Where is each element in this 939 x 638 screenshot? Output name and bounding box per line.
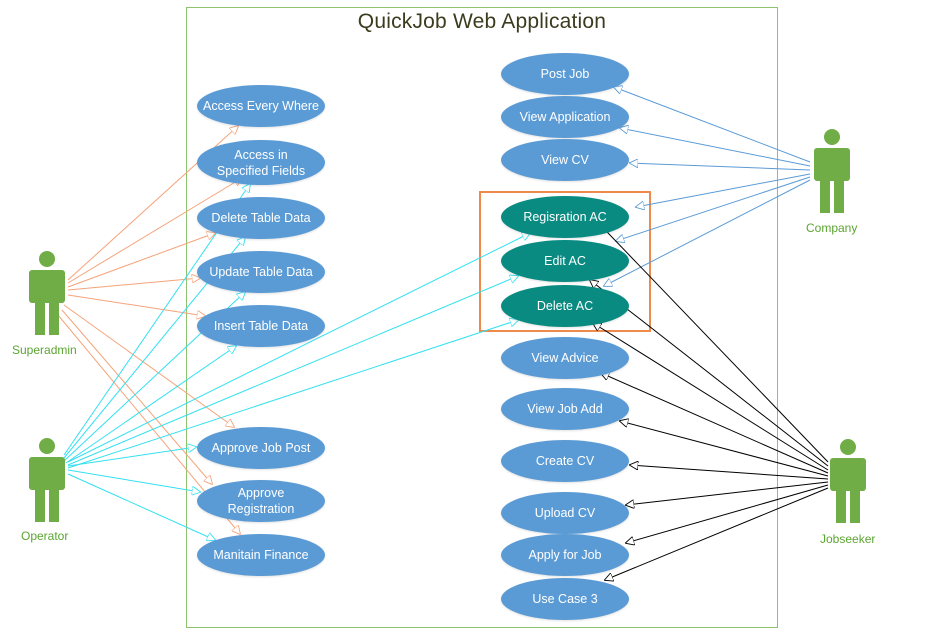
usecase-approve-job-post[interactable]: Approve Job Post (197, 427, 325, 469)
system-boundary (186, 7, 778, 628)
usecase-label: Upload CV (534, 506, 596, 520)
link-superadmin-insert-table (67, 294, 205, 316)
usecase-insert-table-data[interactable]: Insert Table Data (197, 305, 325, 347)
usecase-label: View CV (541, 153, 589, 167)
link-jobseeker-create-cv (630, 465, 829, 480)
link-jobseeker-view-advice (601, 373, 829, 474)
usecase-view-application[interactable]: View Application (501, 96, 629, 138)
link-operator-registration-ac (67, 233, 530, 463)
superadmin-actor-icon[interactable] (24, 250, 70, 336)
company-associations (604, 87, 811, 286)
actor-label-operator: Operator (21, 529, 69, 543)
usecase-label: Apply for Job (528, 548, 602, 562)
usecase-label: Use Case 3 (532, 592, 598, 606)
link-jobseeker-view-job-add (620, 421, 829, 477)
usecase-label: Post Job (540, 67, 590, 81)
usecase-use-case-3[interactable]: Use Case 3 (501, 578, 629, 620)
usecase-label: Delete Table Data (211, 211, 311, 225)
link-operator-approve-job-post (67, 447, 196, 467)
link-superadmin-approve-registration (61, 309, 212, 484)
usecase-view-cv[interactable]: View CV (501, 139, 629, 181)
actor-label-jobseeker: Jobseeker (820, 532, 876, 546)
link-operator-maintain-finance (67, 473, 215, 540)
usecase-label: Update Table Data (209, 265, 313, 279)
actor-label-company: Company (806, 221, 858, 235)
usecase-label: Approve Job Post (211, 441, 311, 455)
link-operator-insert-table (65, 346, 236, 464)
link-superadmin-update-table (67, 278, 200, 291)
link-company-delete-ac (604, 179, 811, 286)
link-company-registration-ac (636, 173, 811, 207)
link-jobseeker-use-case-3 (605, 487, 829, 580)
link-jobseeker-registration-ac (585, 209, 829, 463)
jobseeker-actor-icon[interactable] (826, 438, 870, 524)
usecase-label: Edit AC (544, 254, 586, 268)
link-operator-delete-ac (67, 320, 518, 469)
usecase-edit-ac[interactable]: Edit AC (501, 240, 629, 282)
operator-actor-icon[interactable] (25, 437, 69, 523)
usecase-create-cv[interactable]: Create CV (501, 440, 629, 482)
usecase-delete-ac[interactable]: Delete AC (501, 285, 629, 327)
link-company-view-cv (630, 163, 811, 171)
usecase-delete-table-data[interactable]: Delete Table Data (197, 197, 325, 239)
usecase-view-advice[interactable]: View Advice (501, 337, 629, 379)
usecase-label: Access Every Where (203, 99, 320, 113)
link-superadmin-access-specified (67, 178, 242, 284)
usecase-label: Delete AC (536, 299, 594, 313)
system-title: QuickJob Web Application (357, 10, 607, 33)
link-operator-edit-ac (67, 276, 518, 466)
link-company-view-application (620, 128, 811, 167)
usecase-update-table-data[interactable]: Update Table Data (197, 251, 325, 293)
usecase-access-everywhere[interactable]: Access Every Where (197, 85, 325, 127)
usecase-label: Manitain Finance (213, 548, 309, 562)
usecase-registration-ac[interactable]: Regisration AC (501, 196, 629, 238)
usecase-access-specified-fields[interactable]: Access in Specified Fields (197, 140, 325, 185)
usecase-label: View Job Add (527, 402, 603, 416)
link-company-post-job (614, 87, 811, 163)
usecase-label: Access in Specified Fields (216, 147, 306, 178)
company-actor-icon[interactable] (810, 128, 854, 214)
link-jobseeker-edit-ac (590, 280, 829, 467)
usecase-maintain-finance[interactable]: Manitain Finance (197, 534, 325, 576)
usecase-apply-for-job[interactable]: Apply for Job (501, 534, 629, 576)
usecase-label: Approve Registration (227, 486, 295, 516)
actor-label-superadmin: Superadmin (12, 343, 77, 357)
usecase-label: Create CV (535, 454, 595, 468)
usecase-upload-cv[interactable]: Upload CV (501, 492, 629, 534)
link-superadmin-delete-table (67, 233, 215, 288)
account-group-highlight (479, 191, 651, 332)
usecase-approve-registration[interactable]: Approve Registration (197, 480, 325, 522)
usecase-label: Regisration AC (523, 210, 607, 224)
link-jobseeker-delete-ac (593, 323, 829, 471)
usecase-label: View Application (519, 110, 611, 124)
usecase-post-job[interactable]: Post Job (501, 53, 629, 95)
usecase-view-job-add[interactable]: View Job Add (501, 388, 629, 430)
link-company-edit-ac (616, 176, 811, 241)
link-operator-approve-registration (67, 469, 200, 492)
usecase-label: Insert Table Data (213, 319, 309, 333)
jobseeker-associations (585, 209, 829, 580)
link-jobseeker-apply-for-job (626, 484, 829, 543)
usecase-label: View Advice (531, 351, 599, 365)
link-jobseeker-upload-cv (626, 481, 829, 505)
